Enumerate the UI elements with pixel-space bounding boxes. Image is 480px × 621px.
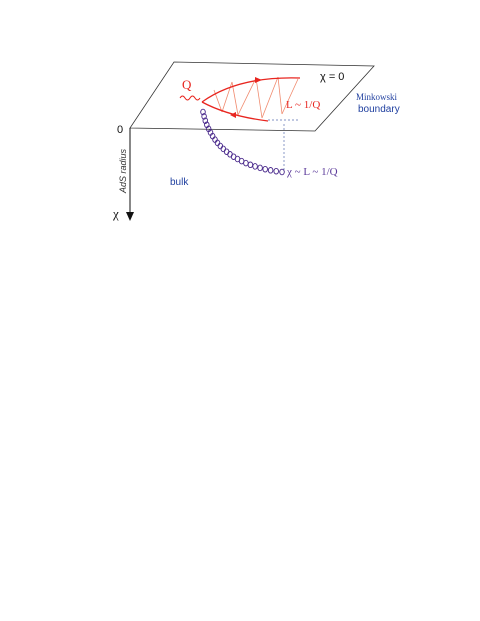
minkowski-boundary-plane <box>129 61 375 132</box>
string-upper-arrow <box>255 77 262 83</box>
gluon-coil <box>200 108 285 176</box>
gluon-loop <box>247 161 254 169</box>
chi-zero-label: χ = 0 <box>320 71 344 83</box>
gluon-loop <box>257 164 263 172</box>
string-lower-arrow <box>230 112 236 118</box>
bulk-label: bulk <box>170 177 189 188</box>
ads-axis-arrowhead <box>126 212 134 221</box>
gluon-loop <box>243 159 249 167</box>
gluon-loop <box>201 113 207 120</box>
gluon-loop <box>267 167 274 174</box>
gluon-loop <box>262 165 268 173</box>
gluon-loop <box>202 117 209 124</box>
chi-axis-label: χ <box>112 206 119 221</box>
boundary-label: boundary <box>358 104 400 115</box>
source-q-label: Q <box>182 77 192 92</box>
gluon-loop <box>279 168 285 176</box>
gluon-loop <box>252 163 258 170</box>
photon-wavy-line <box>179 95 201 101</box>
ads-radius-label: AdS radius <box>118 148 128 194</box>
string-upper-arc <box>201 77 301 103</box>
origin-label: 0 <box>117 124 123 136</box>
gluon-loop <box>273 167 279 175</box>
minkowski-label: Minkowski <box>356 92 398 102</box>
string-length-label: L ~ 1/Q <box>286 99 320 111</box>
depth-relation-label: χ ~ L ~ 1/Q <box>286 166 338 178</box>
gluon-loop <box>200 108 206 116</box>
string-lower-arc <box>201 101 269 122</box>
